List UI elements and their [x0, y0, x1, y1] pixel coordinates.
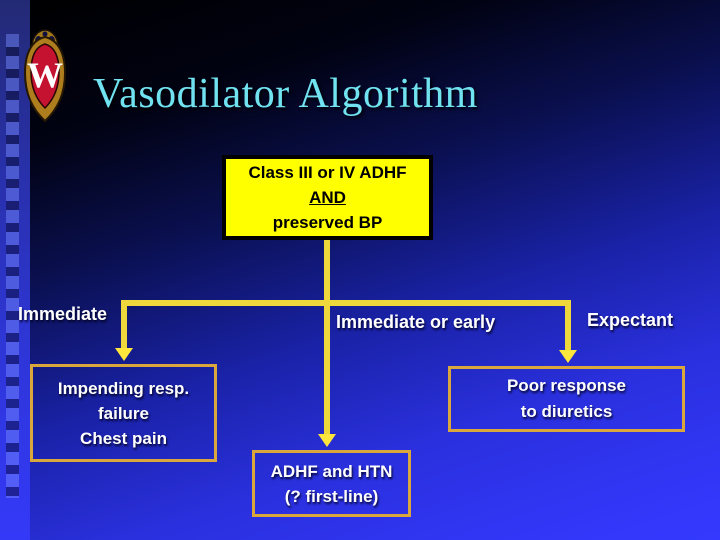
crest-inner-shield — [30, 43, 60, 110]
impending-box-line-3: Chest pain — [80, 428, 167, 448]
adhf-htn-line-1: ADHF and HTN — [270, 461, 393, 481]
root-box-line-3: preserved BP — [272, 213, 383, 232]
impending-resp-failure-box: Impending resp. failure Chest pain — [30, 364, 217, 462]
connector-horizontal — [121, 300, 571, 306]
root-box-line-1: Class III or IV ADHF — [248, 163, 407, 182]
page-title: Vasodilator Algorithm — [93, 71, 478, 117]
connector-right-vertical — [565, 300, 571, 350]
arrow-down-icon — [115, 348, 133, 361]
adhf-htn-box: ADHF and HTN (? first-line) — [252, 450, 411, 517]
arrow-down-icon — [318, 434, 336, 447]
root-box: Class III or IV ADHF AND preserved BP — [222, 155, 433, 240]
impending-box-line-2: failure — [97, 403, 150, 423]
film-strip-squares — [6, 34, 19, 498]
connector-center-vertical — [324, 239, 330, 435]
film-strip — [0, 0, 30, 540]
uw-crest-logo: W — [23, 29, 67, 123]
poor-response-line-1: Poor response — [506, 376, 627, 395]
branch-label-immediate: Immediate — [18, 304, 108, 324]
connector-left-vertical — [121, 300, 127, 348]
branch-label-expectant: Expectant — [587, 310, 674, 330]
crest-monogram: W — [27, 55, 63, 95]
impending-box-line-1: Impending resp. — [57, 378, 190, 398]
branch-label-immediate-or-early: Immediate or early — [336, 312, 496, 332]
poor-response-line-2: to diuretics — [520, 402, 613, 421]
root-box-line-2: AND — [309, 188, 346, 207]
poor-response-box: Poor response to diuretics — [448, 366, 685, 432]
adhf-htn-line-2: (? first-line) — [284, 486, 379, 506]
arrow-down-icon — [559, 350, 577, 363]
